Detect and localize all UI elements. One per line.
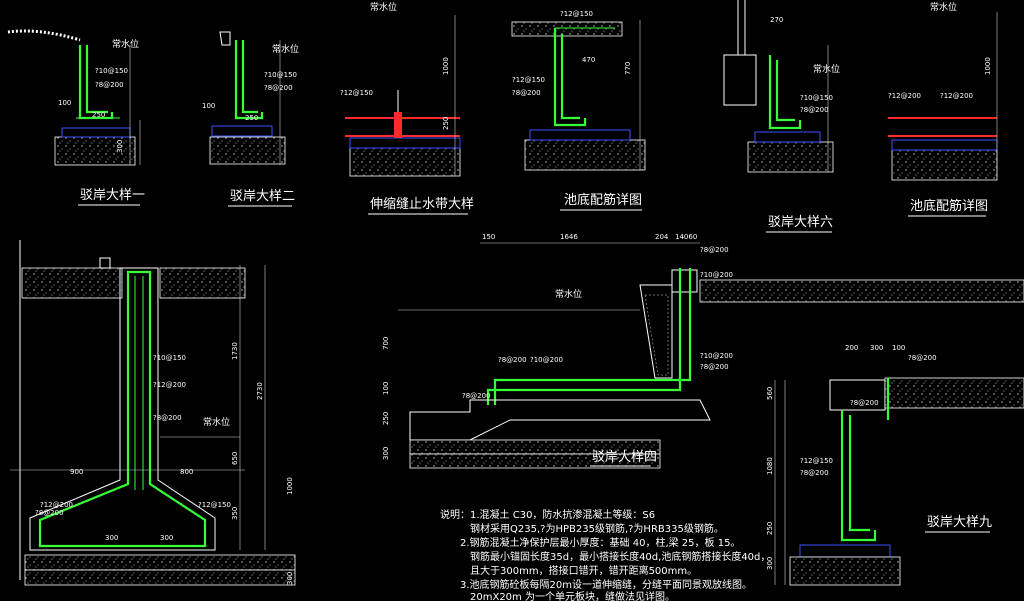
rebar-label-2a: ?10@150 [264,71,297,79]
notes-block: 说明： 1.混凝土 C30，防水抗渗混凝土等级：S6 钢材采用Q235,?为HP… [440,508,770,601]
dim-1-300: 300 [116,140,124,153]
detail-2-drawing: 常水位 ?10@150 ?8@200 100 250 驳岸大样二 [202,31,299,207]
rebar-label-L5: ?8@200 [35,509,64,517]
rebar-label-4g: ?8@200 [462,392,491,400]
rebar-label-p1c: ?8@200 [512,89,541,97]
notes-label: 说明： [440,508,470,521]
rebar-label-4f: ?10@200 [530,356,563,364]
rebar-label-9a: ?8@200 [908,354,937,362]
water-level-label-L: 常水位 [203,416,230,428]
dim-9-560: 560 [766,387,774,400]
detail-1-drawing: 常水位 ?10@150 ?8@200 100 250 300 驳岸大样一 [7,29,145,206]
water-level-label-2: 常水位 [272,43,299,55]
rebar-label-4c: ?10@200 [700,352,733,360]
dim-2-100: 100 [202,102,215,110]
water-level-label-1: 常水位 [112,38,139,50]
rebar-label-L6: ?12@150 [198,501,231,509]
dim-L-2730: 2730 [256,382,264,400]
large-retaining-wall-drawing: ?10@150 ?12@200 ?8@200 ?12@200 ?8@200 ?1… [10,240,296,586]
rebar-label-4b: ?10@200 [700,271,733,279]
rebar-label-2b: ?8@200 [264,84,293,92]
title-detail-4: 驳岸大样四 [592,450,657,465]
dim-4-100: 100 [382,382,390,395]
rebar-label-6a: ?10@150 [800,94,833,102]
rebar-label-4a: ?8@200 [700,246,729,254]
rebar-label-4d: ?8@200 [700,363,729,371]
dim-4-300: 300 [382,447,390,460]
dim-L-650: 650 [231,452,239,465]
notes-line-1: 1.混凝土 C30，防水抗渗混凝土等级：S6 [470,508,655,521]
notes-line-4: 钢筋最小锚固长度35d，最小搭接长度40d,池底钢筋搭接长度40d， [470,550,770,563]
notes-line-3: 2.钢筋混凝土净保护层最小厚度：基础 40，柱,梁 25，板 15。 [460,536,740,549]
water-level-label-p2: 常水位 [930,1,957,13]
detail-9-drawing: 200 300 100 ?8@200 ?8@200 ?12@150 ?8@200… [766,344,1024,586]
dim-9-100: 100 [892,344,905,352]
title-pool-rebar-2: 池底配筋详图 [910,198,988,214]
detail-4-drawing: 150 1646 204 14060 ?8@200 ?10@200 ?10@20… [382,233,1024,469]
title-detail-2: 驳岸大样二 [230,189,295,204]
waterstop-drawing: 常水位 ?12@150 1000 250 伸缩缝止水带大样 [340,1,474,215]
water-level-label-4: 常水位 [555,288,582,300]
dim-2-250: 250 [245,114,258,122]
dim-4-204: 204 [655,233,669,241]
detail-6-drawing: 270 常水位 ?10@150 ?8@200 驳岸大样六 [723,0,840,233]
rebar-label-L1: ?10@150 [153,354,186,362]
dim-L-300b: 300 [160,534,173,542]
dim-4-250: 250 [382,412,390,425]
dim-9-300: 300 [870,344,883,352]
pool-rebar-2-drawing: 常水位 ?12@200 ?12@200 1000 池底配筋详图 [888,1,998,217]
rebar-label-L4: ?12@200 [40,501,73,509]
title-pool-rebar-1: 池底配筋详图 [564,192,642,208]
notes-line-5: 且大于300mm，搭接口错开，错开距离500mm。 [470,564,697,577]
dim-1-250: 250 [92,111,105,119]
rebar-label-9c: ?12@150 [800,457,833,465]
dim-4-700: 700 [382,337,390,350]
dim-L-300c: 300 [286,572,294,585]
dim-L-800: 800 [180,468,193,476]
dim-L-1000: 1000 [286,477,294,495]
notes-line-6: 3.池底钢筋砼板每隔20m设一道伸缩缝，分缝平面同景观放线图。 [460,578,752,591]
dim-L-350: 350 [231,507,239,520]
dim-1-100: 100 [58,99,71,107]
dim-p1-770: 770 [624,62,632,75]
dim-9-300: 300 [766,557,774,570]
title-detail-1: 驳岸大样一 [80,188,145,203]
notes-line-2: 钢材采用Q235,?为HPB235级钢筋,?为HRB335级钢筋。 [470,522,724,535]
dim-L-300a: 300 [105,534,118,542]
rebar-label-9d: ?8@200 [800,469,829,477]
dim-p1-470: 470 [582,56,595,64]
title-detail-6: 驳岸大样六 [768,215,833,230]
water-level-label-6: 常水位 [813,63,840,75]
dim-9-1080: 1080 [766,457,774,475]
rebar-label-L3: ?8@200 [153,414,182,422]
title-detail-9: 驳岸大样九 [927,515,992,530]
dim-4-150: 150 [482,233,495,241]
dim-6-270: 270 [770,16,783,24]
dim-p2-1000: 1000 [984,57,992,75]
rebar-label-p2a: ?12@200 [888,92,921,100]
rebar-label-1a: ?10@150 [95,67,128,75]
pool-rebar-1-drawing: ?12@150 ?12@150 ?8@200 470 770 池底配筋详图 [511,10,646,211]
dim-9-200a: 200 [845,344,858,352]
dim-ws-250: 250 [442,117,450,130]
dim-ws-1000: 1000 [442,57,450,75]
dim-L-900: 900 [70,468,83,476]
title-waterstop: 伸缩缝止水带大样 [370,196,474,212]
dim-4-14060: 14060 [675,233,697,241]
dim-L-1730: 1730 [231,342,239,360]
rebar-label-p1a: ?12@150 [560,10,593,18]
rebar-label-6b: ?8@200 [800,106,829,114]
dim-9-250: 250 [766,522,774,535]
rebar-label-p2b: ?12@200 [940,92,973,100]
rebar-label-p1b: ?12@150 [512,76,545,84]
rebar-label-9b: ?8@200 [850,399,879,407]
water-level-label-ws: 常水位 [370,1,397,13]
notes-line-7: 20mX20m 为一个单元板块，缝做法见详图。 [470,590,675,601]
rebar-label-1b: ?8@200 [95,81,124,89]
dim-4-1646: 1646 [560,233,578,241]
rebar-label-L2: ?12@200 [153,381,186,389]
rebar-label-4e: ?8@200 [498,356,527,364]
rebar-label-ws: ?12@150 [340,89,373,97]
